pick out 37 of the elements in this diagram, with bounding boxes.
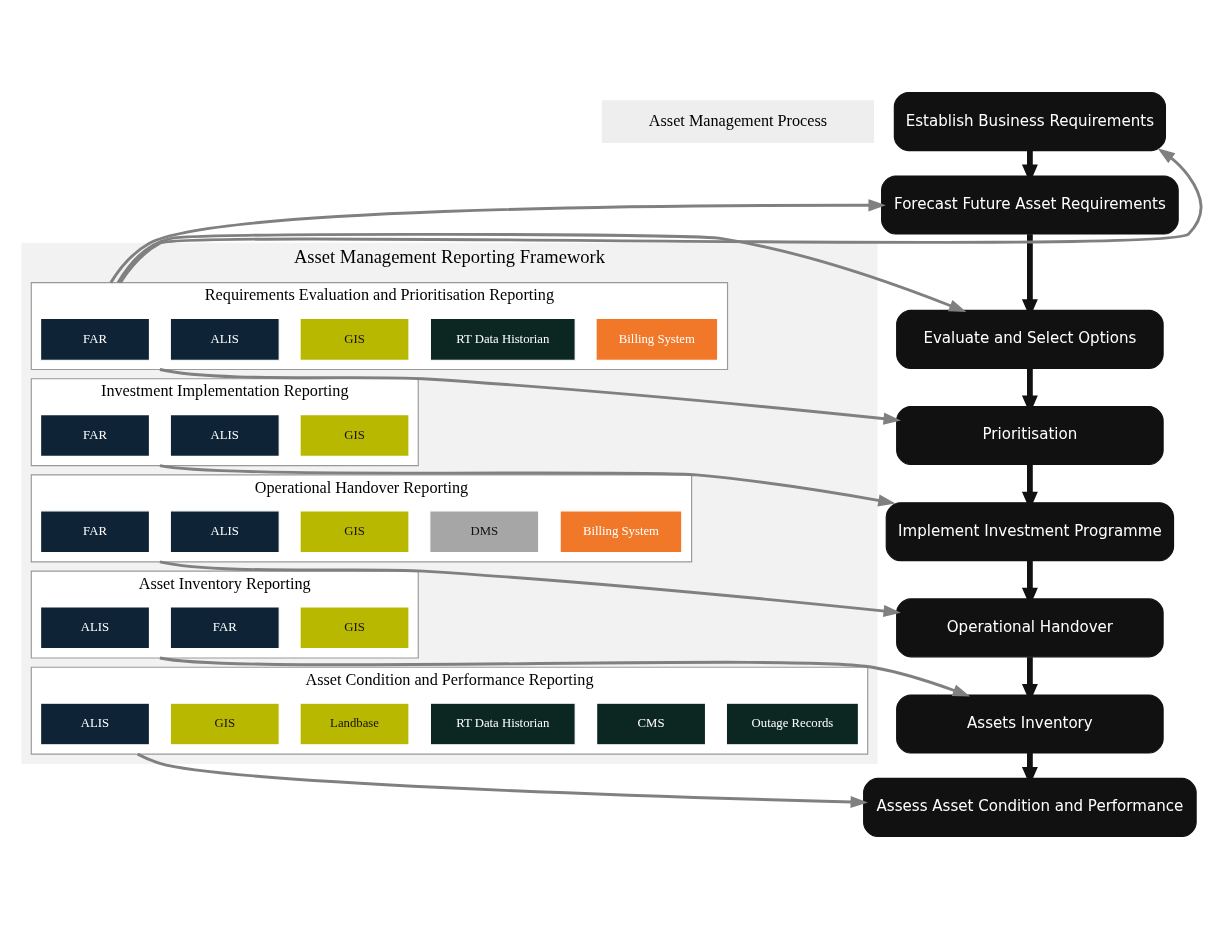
node-box: Assess Asset Condition and Performance	[863, 777, 1197, 837]
node-box: Operational Handover	[896, 598, 1164, 658]
arrow	[159, 560, 901, 618]
node-box: Landbase	[299, 702, 410, 746]
node-box: Billing System	[595, 317, 719, 361]
arrow	[159, 656, 971, 697]
node-box: ALIS	[169, 510, 280, 554]
node-box: Forecast Future Asset Requirements	[881, 175, 1179, 235]
node-box: GIS	[169, 702, 280, 746]
node-box: GIS	[299, 414, 410, 457]
arrow	[116, 232, 967, 312]
node-box: Evaluate and Select Options	[896, 309, 1164, 369]
node-box: ALIS	[40, 606, 151, 650]
node-box: Prioritisation	[896, 406, 1164, 466]
node-box: ALIS	[169, 317, 280, 361]
node-box: CMS	[596, 702, 707, 746]
node-box: FAR	[169, 606, 280, 650]
node-box: FAR	[40, 510, 151, 554]
node-box: Billing System	[559, 510, 683, 554]
node-box: GIS	[299, 317, 410, 361]
arrow	[159, 464, 896, 507]
arrow	[159, 368, 901, 425]
node-box: ALIS	[169, 414, 280, 457]
node-box: Implement Investment Programme	[885, 502, 1175, 562]
arrow	[109, 199, 886, 284]
node-box: FAR	[40, 414, 151, 457]
node-box: Assets Inventory	[896, 694, 1164, 754]
node-box: FAR	[40, 317, 151, 361]
node-box: RT Data Historian	[429, 702, 576, 746]
node-box: RT Data Historian	[429, 317, 576, 361]
node-box: GIS	[299, 606, 410, 650]
node-box: Outage Records	[725, 702, 860, 746]
node-box: ALIS	[40, 702, 151, 746]
arrow	[137, 752, 868, 809]
node-box: GIS	[299, 510, 410, 554]
node-box: DMS	[429, 510, 540, 554]
node-box: Establish Business Requirements	[893, 92, 1166, 152]
